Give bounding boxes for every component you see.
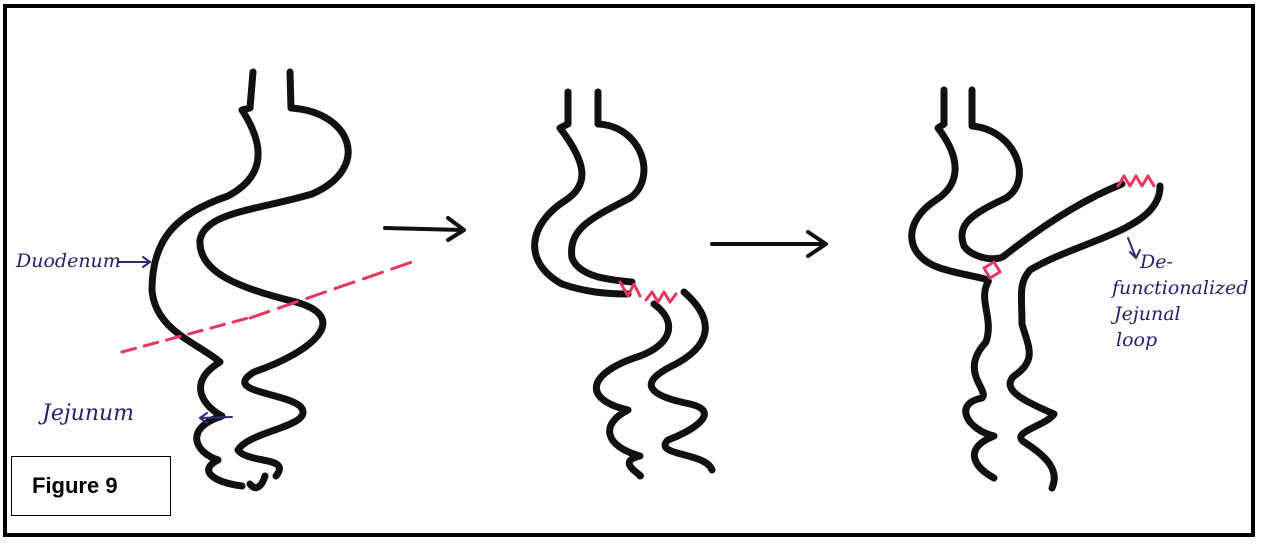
arrow-right-2: [710, 230, 828, 258]
panel2-distal-left: [593, 300, 673, 480]
transection-dashed-line: [120, 260, 414, 354]
panel3-distal-right: [1006, 320, 1058, 492]
panel-2-transected-bowel: [531, 88, 716, 480]
panel3-right-wall: [958, 86, 1023, 263]
figure-caption: Figure 9: [32, 473, 118, 498]
panel2-proximal-left: [531, 88, 632, 298]
panel3-staple-loop-end: [1116, 174, 1156, 188]
label-duodenum: Duodenum: [16, 250, 121, 272]
panel1-right-wall: [196, 68, 352, 480]
panel1-inner-tail: [246, 472, 269, 492]
label-defunctionalized-line4: loop: [1116, 329, 1158, 351]
label-defunctionalized-line2: functionalized: [1112, 277, 1249, 299]
panel2-proximal-right: [568, 88, 648, 286]
panel1-left-wall: [148, 68, 262, 490]
panel3-anastomosis-staple: [982, 260, 1002, 280]
figure-caption-box: Figure 9: [11, 456, 171, 516]
panel-3-anastomosis: [908, 86, 1164, 492]
panel-1-intact-bowel: [148, 68, 352, 492]
label-jejunum: Jejunum: [42, 401, 135, 426]
duodenum-pointer: [117, 256, 151, 268]
panel3-left-wall: [908, 86, 998, 482]
arrow-right-1: [383, 216, 466, 242]
panel2-staple-proximal: [618, 280, 642, 298]
panel2-staple-distal: [644, 290, 678, 304]
panel3-loop-lower-wall: [1017, 182, 1164, 328]
label-defunctionalized-line1: De-: [1140, 251, 1173, 273]
label-defunctionalized-line3: Jejunal: [1114, 303, 1181, 325]
jejunum-pointer: [199, 412, 233, 424]
panel2-distal-right: [647, 288, 716, 474]
panel3-loop-upper-wall: [1000, 180, 1126, 260]
defunctionalized-pointer: [1127, 237, 1141, 259]
